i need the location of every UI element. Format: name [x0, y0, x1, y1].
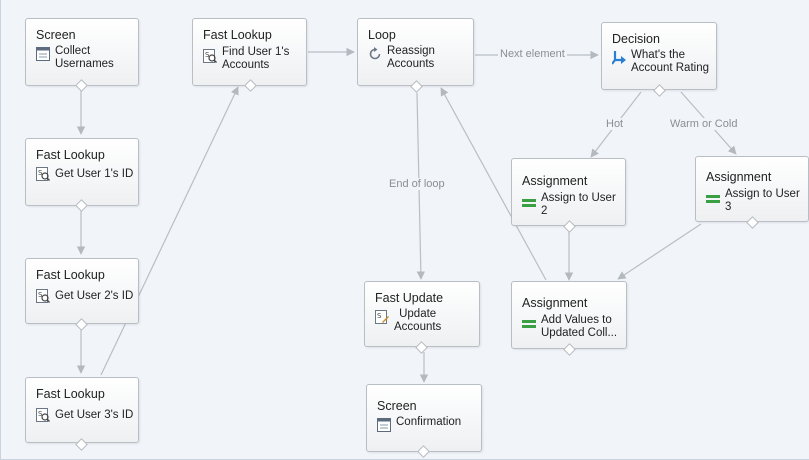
- svg-text:S: S: [38, 410, 43, 418]
- edge-user3-to-accounts: [100, 86, 239, 376]
- edge-label-next-element: Next element: [498, 48, 567, 60]
- node-type: Screen: [36, 28, 76, 42]
- node-label: Collect Usernames: [55, 45, 114, 70]
- node-assign-add-values[interactable]: Assignment Add Values to Updated Coll...: [511, 281, 627, 349]
- screen-icon: [377, 418, 391, 432]
- node-lookup-user2-id[interactable]: Fast Lookup S Get User 2's ID: [25, 258, 139, 324]
- node-assign-user2[interactable]: Assignment Assign to User 2: [511, 158, 626, 226]
- edge-label-hot: Hot: [604, 118, 626, 130]
- fast-lookup-icon: S: [36, 289, 50, 303]
- screen-icon: [36, 47, 50, 61]
- node-label: Add Values to Updated Coll...: [541, 314, 618, 339]
- node-screen-collect-usernames[interactable]: Screen Collect Usernames: [25, 18, 139, 86]
- node-label: What's the Account Rating: [631, 49, 709, 74]
- fast-update-icon: S: [375, 310, 389, 324]
- node-type: Fast Lookup: [36, 148, 105, 162]
- assignment-icon: [706, 195, 720, 203]
- fast-lookup-icon: S: [203, 49, 217, 63]
- node-lookup-user3-id[interactable]: Fast Lookup S Get User 3's ID: [25, 377, 139, 443]
- assignment-icon: [522, 199, 536, 207]
- assignment-icon: [522, 320, 536, 328]
- node-assign-user3[interactable]: Assignment Assign to User 3: [695, 156, 809, 222]
- node-label: Find User 1's Accounts: [222, 46, 290, 71]
- fast-lookup-icon: S: [36, 408, 50, 422]
- node-type: Screen: [377, 399, 417, 413]
- node-type: Loop: [368, 28, 396, 42]
- node-type: Fast Update: [375, 291, 444, 305]
- node-label: Update Accounts: [394, 308, 442, 333]
- fast-lookup-icon: S: [36, 167, 50, 181]
- edge-assign3-to-add: [617, 223, 702, 280]
- node-type: Assignment: [706, 170, 772, 184]
- node-decision-account-rating[interactable]: Decision What's the Account Rating: [601, 22, 717, 90]
- node-type: Assignment: [522, 296, 588, 310]
- node-lookup-user1-id[interactable]: Fast Lookup S Get User 1's ID: [25, 138, 139, 206]
- node-label: Assign to User 3: [725, 188, 800, 213]
- node-label: Reassign Accounts: [387, 45, 435, 70]
- node-label: Confirmation: [396, 416, 462, 428]
- edge-label-end-of-loop: End of loop: [387, 178, 447, 190]
- svg-text:S: S: [205, 51, 210, 59]
- node-type: Assignment: [522, 174, 588, 188]
- node-lookup-user1-accounts[interactable]: Fast Lookup S Find User 1's Accounts: [192, 18, 307, 86]
- node-label: Get User 2's ID: [55, 290, 134, 302]
- node-screen-confirmation[interactable]: Screen Confirmation: [366, 384, 482, 452]
- svg-text:S: S: [38, 291, 43, 299]
- node-fast-update-accounts[interactable]: Fast Update S Update Accounts: [364, 281, 480, 347]
- svg-text:S: S: [38, 169, 43, 177]
- decision-icon: [612, 51, 626, 65]
- node-label: Assign to User 2: [541, 192, 616, 217]
- edge-add-to-loop: [440, 87, 547, 281]
- edge-label-warm-or-cold: Warm or Cold: [668, 118, 740, 130]
- node-type: Fast Lookup: [203, 28, 272, 42]
- node-loop-reassign-accounts[interactable]: Loop Reassign Accounts: [357, 18, 474, 86]
- node-type: Fast Lookup: [36, 387, 105, 401]
- node-type: Fast Lookup: [36, 268, 105, 282]
- node-type: Decision: [612, 32, 660, 46]
- node-label: Get User 3's ID: [55, 409, 134, 421]
- svg-text:S: S: [377, 312, 382, 320]
- node-label: Get User 1's ID: [55, 168, 134, 180]
- loop-icon: [369, 47, 381, 60]
